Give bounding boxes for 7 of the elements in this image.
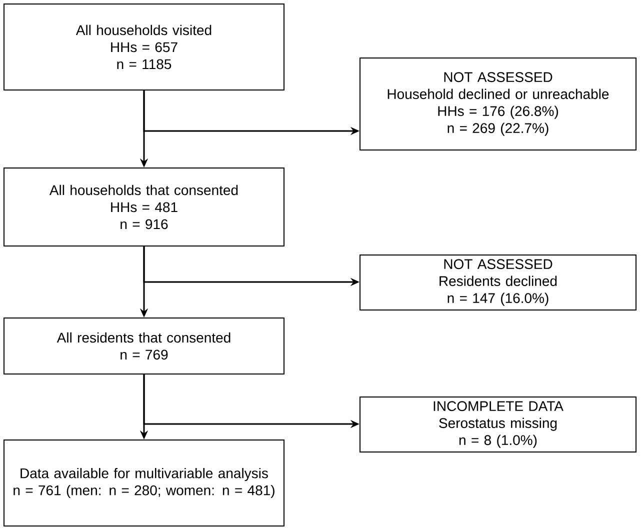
flow-box: NOT ASSESSED Residents declined n = 147 (16.0%) [360, 254, 636, 310]
flow-box: All residents that consented n = 769 [4, 318, 284, 374]
flow-box: NOT ASSESSED Household declined or unreachable HHs = 176 (26.8%) n = 269 (22.7%) [360, 58, 636, 150]
flow-box: Data available for multivariable analysis n = 761 (men: n = 280; women: n = 481) [4, 440, 284, 526]
flow-box: All households that consented HHs = 481 n = 916 [4, 168, 284, 246]
flow-box: INCOMPLETE DATA Serostatus missing n = 8 (1.0%) [360, 396, 636, 452]
flow-box: All households visited HHs = 657 n = 1185 [4, 4, 284, 90]
